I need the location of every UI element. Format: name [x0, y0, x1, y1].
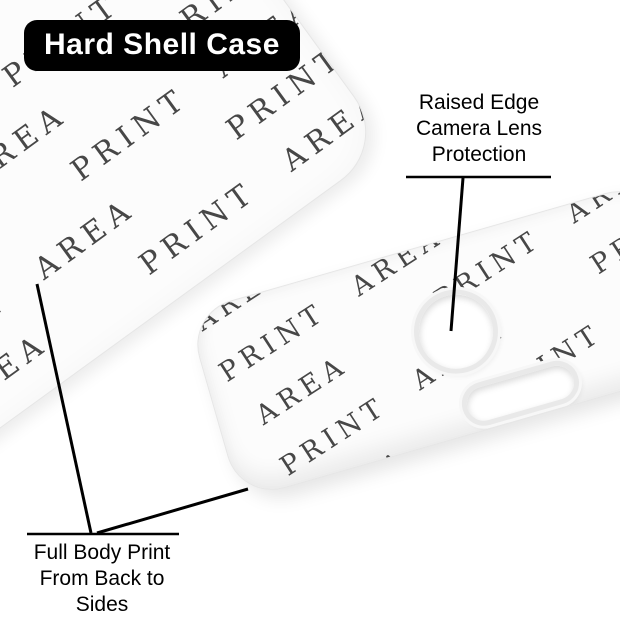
camera-protection-label: Raised Edge Camera Lens Protection — [396, 90, 562, 168]
camera-protection-label-line1: Raised Edge — [418, 91, 540, 114]
camera-protection-label-line3: Protection — [431, 143, 527, 166]
hard-shell-case-badge: Hard Shell Case — [24, 20, 300, 71]
camera-protection-label-line2: Camera Lens — [415, 117, 543, 140]
full-body-print-label: Full Body Print From Back to Sides — [20, 540, 184, 618]
full-body-print-label-line2: From Back to — [39, 567, 165, 590]
full-body-print-label-line1: Full Body Print — [33, 541, 171, 564]
fullbody-callout-line-right — [96, 487, 249, 535]
camera-lens-cutout — [404, 279, 508, 384]
full-body-print-label-line3: Sides — [75, 593, 129, 616]
